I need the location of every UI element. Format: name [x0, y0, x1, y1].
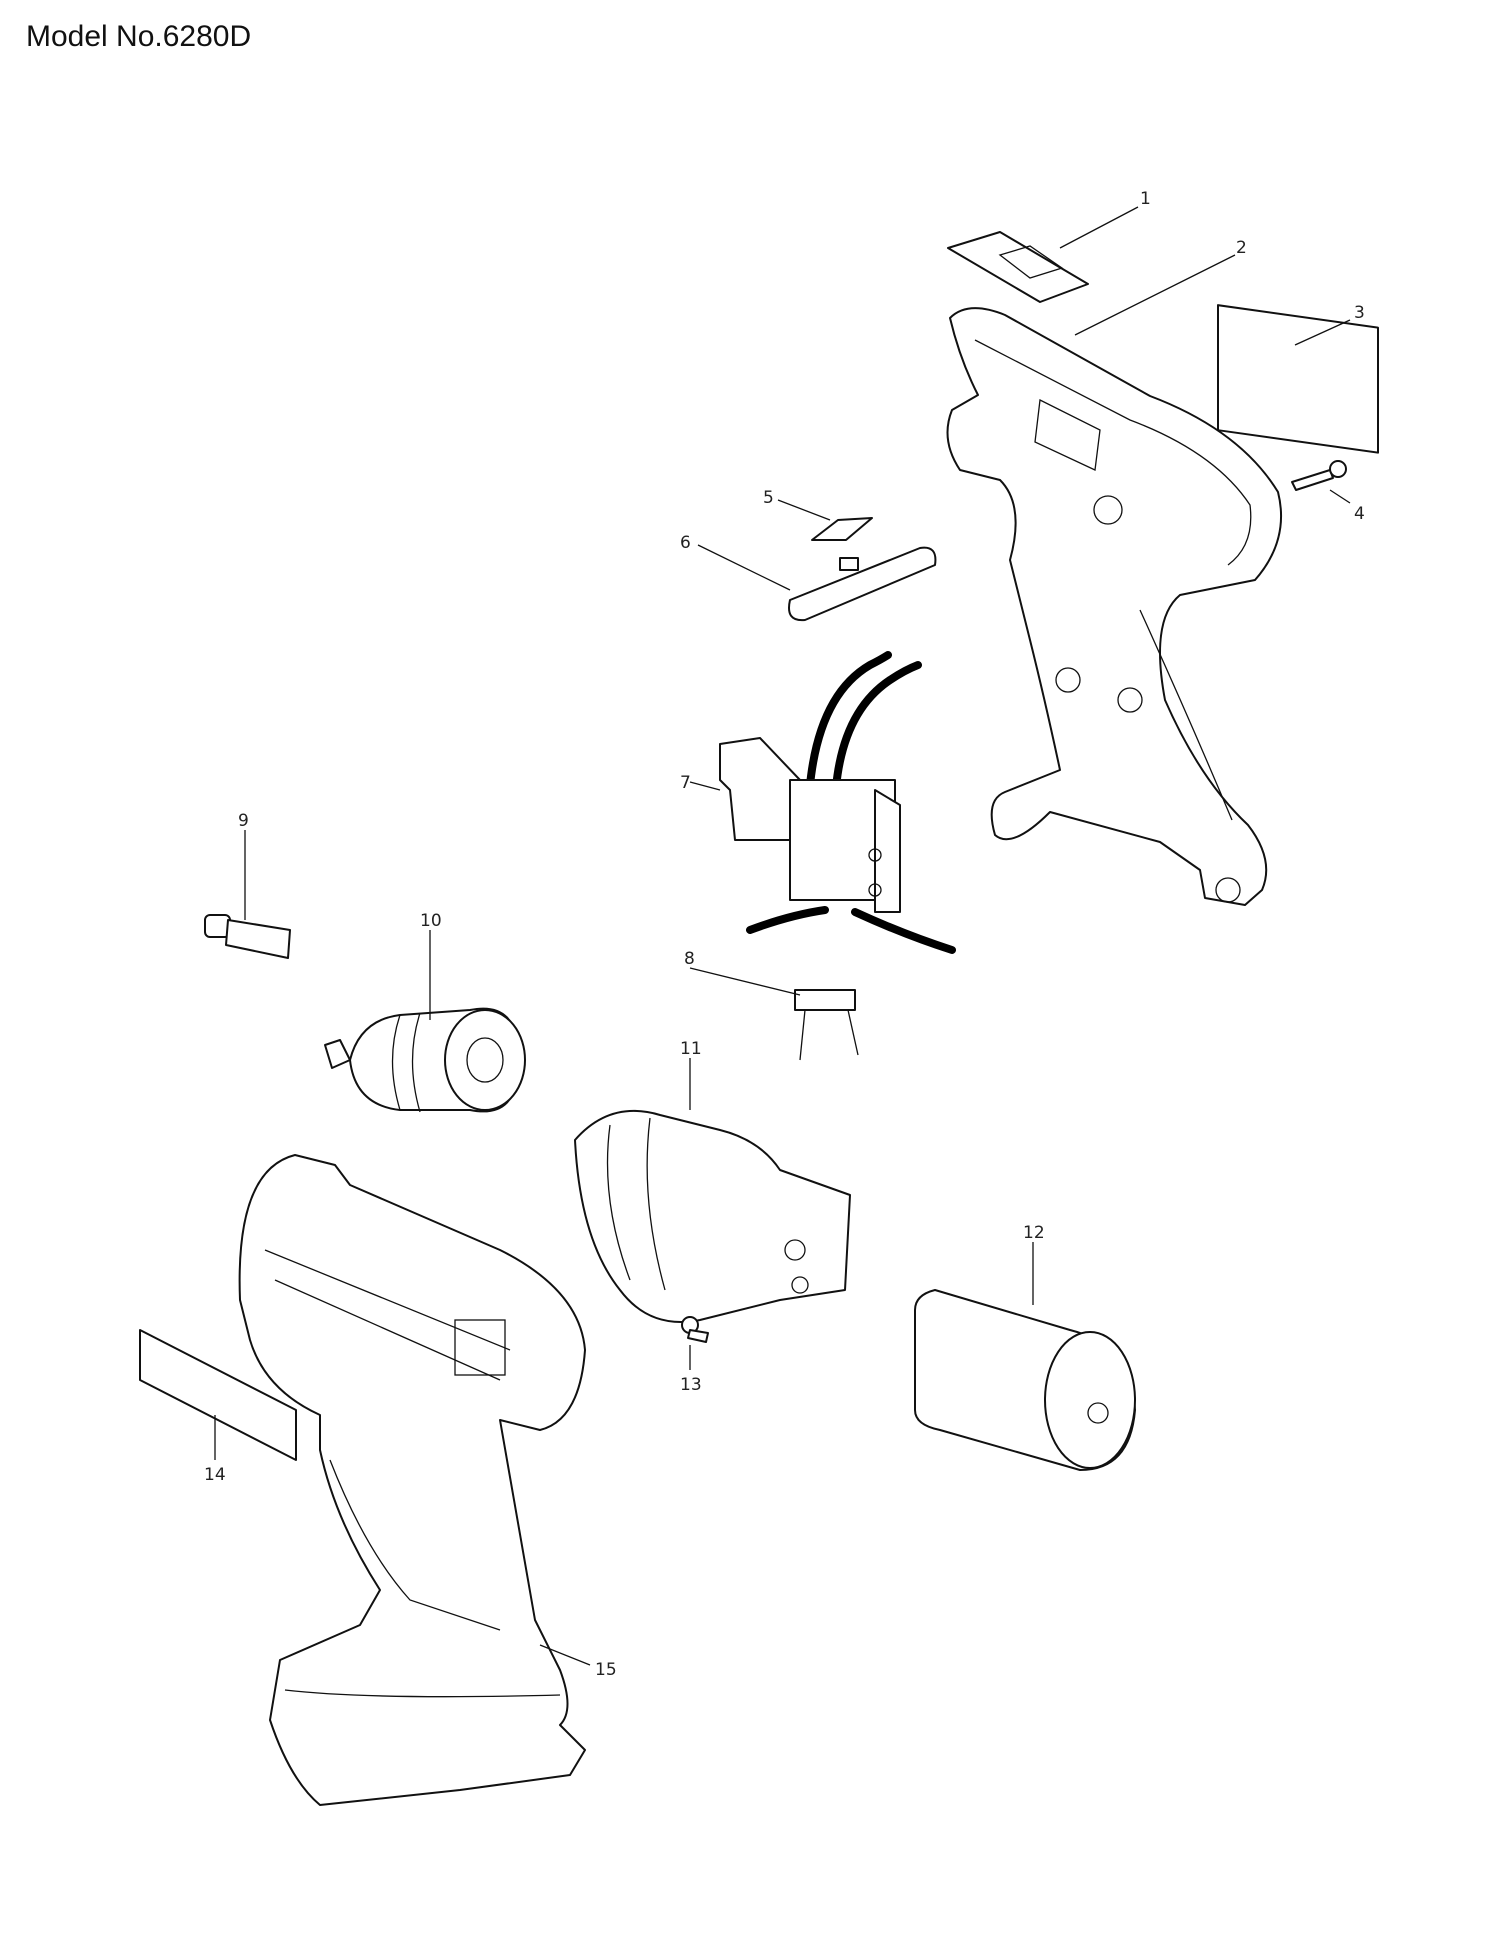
part-2-housing-half	[946, 307, 1282, 906]
part-label-9: 9	[238, 811, 249, 831]
part-label-5: 5	[763, 488, 774, 508]
part-label-12: 12	[1023, 1223, 1045, 1243]
part-1-plate	[947, 231, 1089, 303]
part-8-terminal	[794, 989, 859, 1061]
part-label-4: 4	[1354, 504, 1365, 524]
part-label-7: 7	[680, 773, 691, 793]
part-label-3: 3	[1354, 303, 1365, 323]
part-label-1: 1	[1140, 189, 1151, 209]
leader-lines	[214, 206, 1351, 1666]
part-9-bolt	[204, 914, 291, 959]
part-10-chuck	[324, 1007, 526, 1113]
part-label-11: 11	[680, 1039, 702, 1059]
part-6-lever	[788, 546, 937, 622]
part-label-2: 2	[1236, 238, 1247, 258]
part-label-15: 15	[595, 1660, 617, 1680]
part-12-motor	[914, 1289, 1136, 1471]
part-5-spring	[811, 517, 873, 541]
part-7-switch	[719, 651, 956, 954]
part-label-13: 13	[680, 1375, 702, 1395]
model-number-title: Model No.6280D	[26, 20, 252, 53]
part-15-housing	[238, 1154, 586, 1806]
part-label-10: 10	[420, 911, 442, 931]
part-11-gear-assembly	[574, 1109, 851, 1323]
part-14-label	[139, 1329, 297, 1461]
part-4-screw	[1291, 460, 1347, 491]
part-label-6: 6	[680, 533, 691, 553]
part-label-8: 8	[684, 949, 695, 969]
part-label-14: 14	[204, 1465, 226, 1485]
part-3-label	[1217, 304, 1379, 454]
part-13-screw	[681, 1316, 709, 1343]
